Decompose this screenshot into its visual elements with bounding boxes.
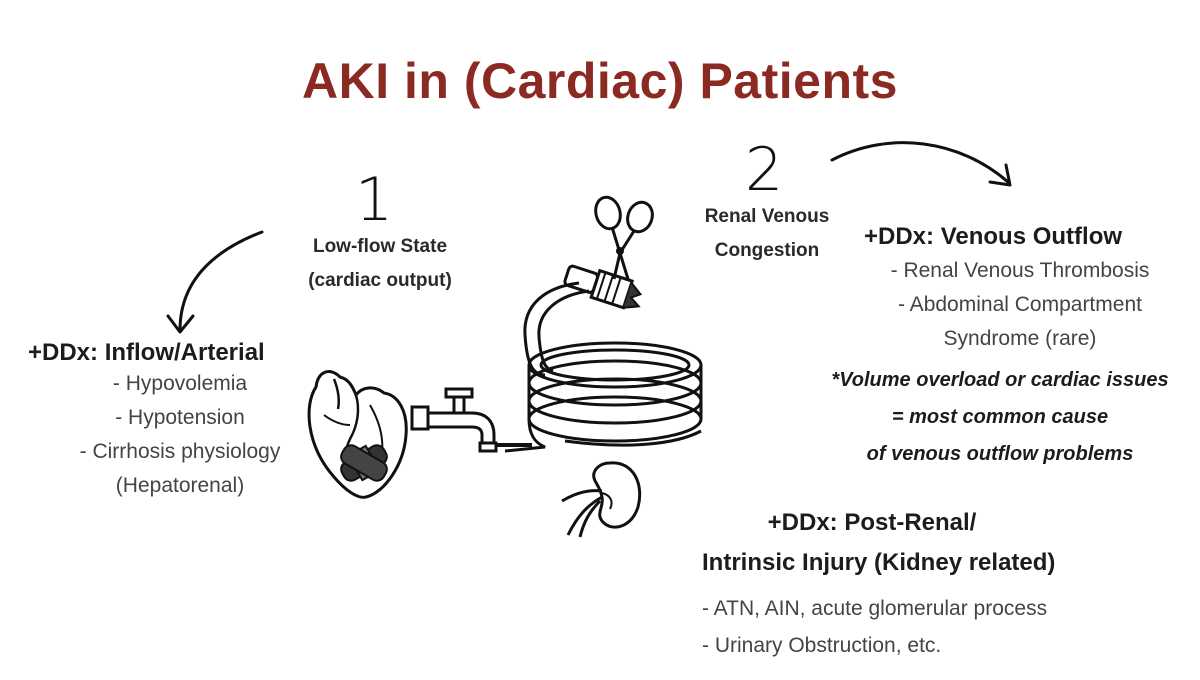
list-item: - ATN, AIN, acute glomerular process: [702, 597, 1048, 620]
post-renal-list: - ATN, AIN, acute glomerular process - U…: [702, 590, 1047, 664]
list-item: - Hypovolemia: [112, 372, 248, 395]
post-renal-heading: +DDx: Post-Renal/ Intrinsic Injury (Kidn…: [702, 508, 1122, 578]
post-renal-heading-line-1: +DDx: Post-Renal/: [767, 509, 977, 536]
low-flow-caption-line-1: Low-flow State: [312, 236, 448, 257]
list-item: (Hepatorenal): [115, 474, 245, 497]
faucet-icon: [410, 387, 532, 453]
venous-outflow-heading: +DDx: Venous Outflow: [864, 223, 1123, 250]
note-line-1: *Volume overload or cardiac issues: [831, 369, 1169, 391]
venous-congestion-caption: Renal Venous Congestion: [672, 200, 862, 268]
venous-outflow-list: - Renal Venous Thrombosis - Abdominal Co…: [860, 254, 1180, 356]
list-item: - Renal Venous Thrombosis: [890, 259, 1150, 282]
coiled-hose-icon: [504, 264, 703, 453]
inflow-heading: +DDx: Inflow/Arterial: [28, 339, 265, 366]
post-renal-heading-line-2: Intrinsic Injury (Kidney related): [702, 549, 1056, 576]
venous-caption-line-2: Congestion: [714, 240, 820, 261]
list-item: Syndrome (rare): [943, 327, 1097, 350]
list-item: - Abdominal Compartment: [898, 293, 1142, 316]
list-item: - Urinary Obstruction, etc.: [702, 634, 942, 657]
kidney-icon: [561, 461, 642, 538]
list-item: - Hypotension: [115, 406, 245, 429]
step-number-2: 2: [745, 135, 784, 205]
page-title: AKI in (Cardiac) Patients: [302, 53, 898, 109]
heart-with-bandage-icon: [307, 370, 408, 499]
low-flow-caption-line-2: (cardiac output): [308, 270, 452, 291]
list-item: - Cirrhosis physiology: [79, 440, 281, 463]
note-line-3: of venous outflow problems: [866, 443, 1134, 465]
note-line-2: = most common cause: [891, 406, 1109, 428]
scissors-icon: [594, 195, 654, 280]
venous-note: *Volume overload or cardiac issues = mos…: [800, 362, 1200, 473]
step-number-1: 1: [355, 165, 394, 235]
inflow-list: - Hypovolemia - Hypotension - Cirrhosis …: [30, 367, 330, 503]
low-flow-caption: Low-flow State (cardiac output): [270, 230, 490, 298]
venous-caption-line-1: Renal Venous: [704, 206, 830, 227]
